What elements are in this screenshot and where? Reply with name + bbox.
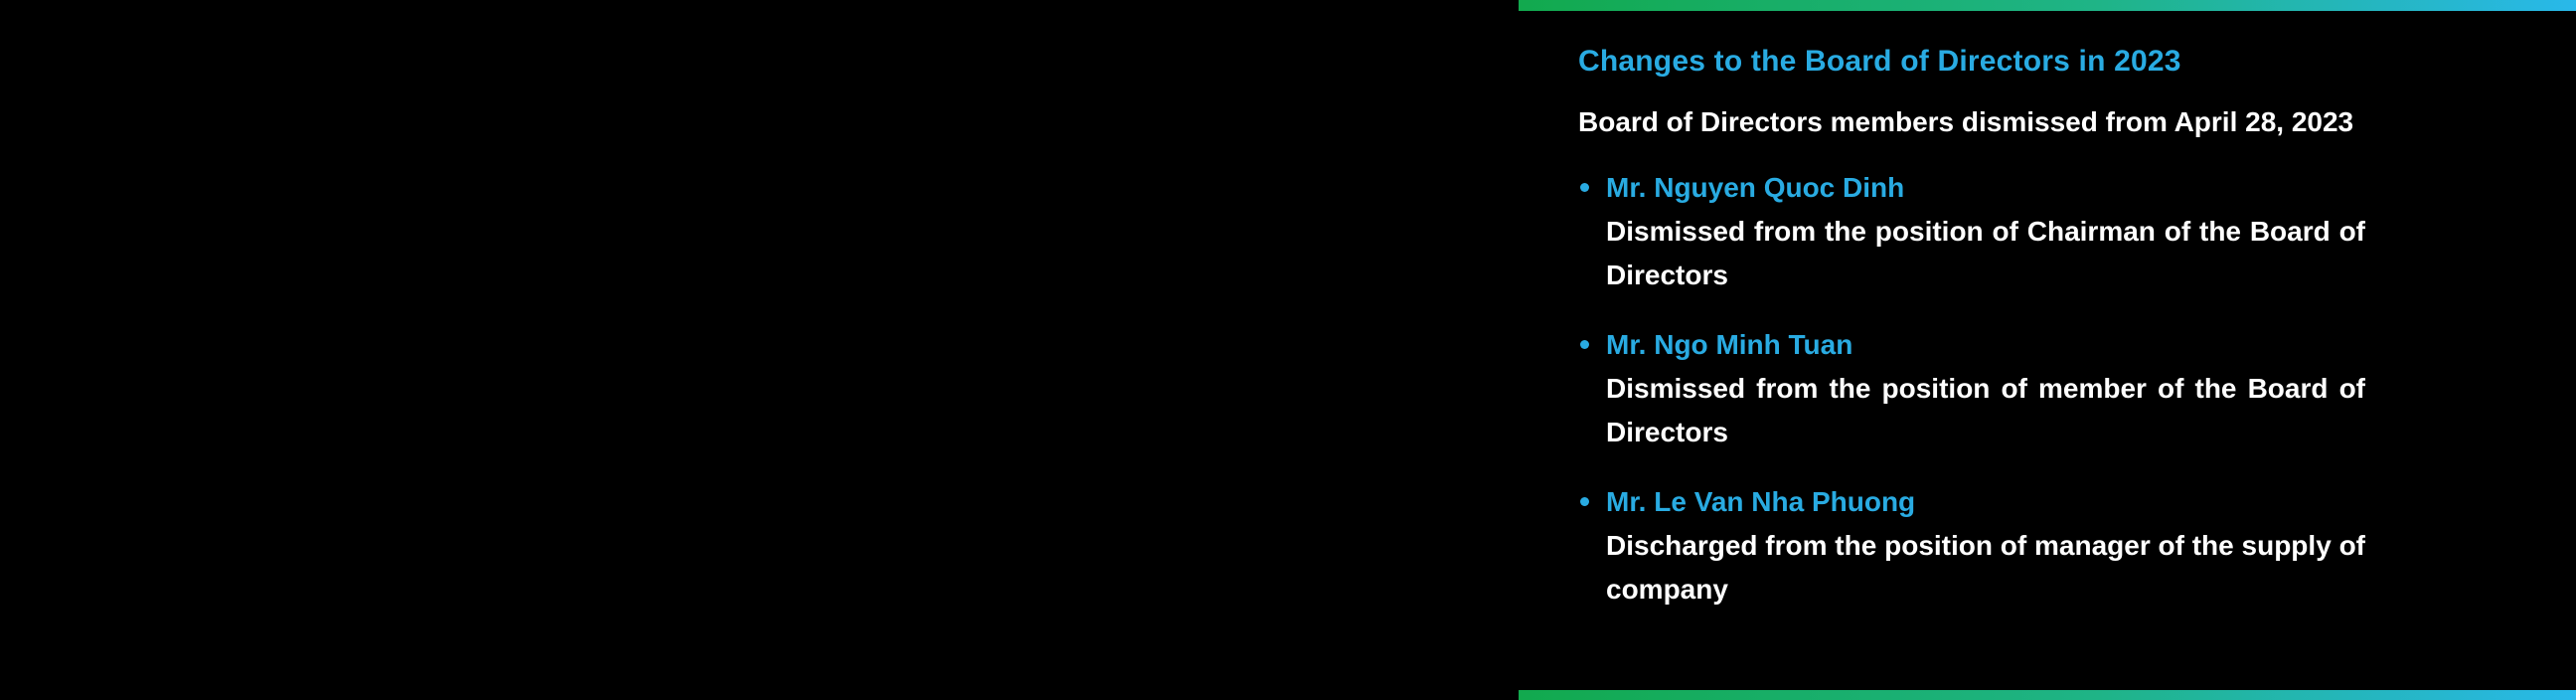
board-member-item: Mr. Ngo Minh Tuan Dismissed from the pos…: [1578, 323, 2365, 454]
board-member-item: Mr. Le Van Nha Phuong Discharged from th…: [1578, 480, 2365, 612]
panel-content: Changes to the Board of Directors in 202…: [1578, 0, 2365, 637]
member-name: Mr. Le Van Nha Phuong: [1606, 486, 1916, 517]
member-name: Mr. Nguyen Quoc Dinh: [1606, 172, 1905, 203]
top-gradient-bar: [1519, 0, 2576, 11]
member-description: Dismissed from the position of member of…: [1606, 373, 2365, 447]
board-member-item: Mr. Nguyen Quoc Dinh Dismissed from the …: [1578, 166, 2365, 297]
intro-text: Board of Directors members dismissed fro…: [1578, 106, 2354, 137]
bullet-dot-icon: [1580, 497, 1589, 506]
bullet-dot-icon: [1580, 183, 1589, 192]
bottom-gradient-bar: [1519, 690, 2576, 700]
member-description: Discharged from the position of manager …: [1606, 530, 2365, 605]
section-title: Changes to the Board of Directors in 202…: [1578, 45, 2181, 78]
member-name: Mr. Ngo Minh Tuan: [1606, 329, 1853, 360]
member-list: Mr. Nguyen Quoc Dinh Dismissed from the …: [1578, 166, 2365, 612]
bullet-dot-icon: [1580, 340, 1589, 349]
right-panel: Changes to the Board of Directors in 202…: [1519, 0, 2576, 700]
member-description: Dismissed from the position of Chairman …: [1606, 216, 2365, 290]
